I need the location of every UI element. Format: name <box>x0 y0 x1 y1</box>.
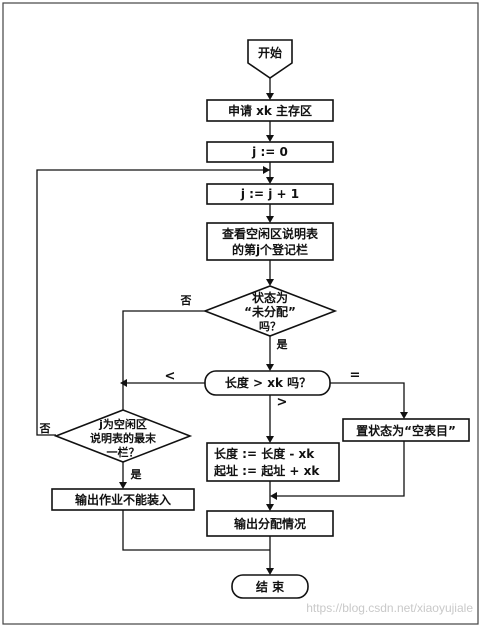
start-node <box>247 39 293 79</box>
watermark-text: https://blog.csdn.net/xiaoyujiale <box>306 601 473 615</box>
label-last-no: 否 <box>39 422 51 435</box>
update-line-2: 起址 := 起址 + xk <box>213 463 320 478</box>
label-length-eq: = <box>350 368 361 383</box>
arrowhead <box>266 568 274 575</box>
status-decision <box>202 285 338 337</box>
increment-j-box <box>206 183 334 205</box>
set-empty-box <box>342 418 470 442</box>
arrowhead <box>120 379 127 387</box>
edge-setempty-output <box>273 441 405 497</box>
apply-memory-label: 申请 xk 主存区 <box>228 103 312 118</box>
label-length-gt: > <box>277 395 288 410</box>
arrowhead <box>266 93 274 100</box>
status-line-3: 吗？ <box>259 320 281 333</box>
end-node <box>231 574 309 599</box>
length-compare-node <box>204 370 331 396</box>
label-status-yes: 是 <box>276 338 289 351</box>
length-compare-label: 长度 > xk 吗？ <box>225 375 311 390</box>
output-allocation-label: 输出分配情况 <box>234 516 306 531</box>
update-box <box>206 442 340 482</box>
status-line-2: “未分配” <box>244 304 296 319</box>
output-allocation-box <box>206 510 334 537</box>
fail-output-box <box>51 488 195 511</box>
arrowhead <box>266 436 274 443</box>
edge-last-no-loop <box>36 169 270 436</box>
arrowhead <box>266 216 274 223</box>
check-entry-box <box>206 222 334 261</box>
last-entry-decision <box>53 409 193 463</box>
apply-memory-box <box>206 99 334 122</box>
arrowhead <box>266 504 274 511</box>
check-entry-line-2: 的第j个登记栏 <box>232 242 308 257</box>
arrowhead <box>266 135 274 142</box>
init-j-box <box>206 141 334 163</box>
edge-status-no <box>122 310 205 419</box>
label-length-lt: < <box>165 369 176 384</box>
last-entry-line-3: 一栏？ <box>107 445 140 459</box>
start-label: 开始 <box>258 45 282 60</box>
arrowhead <box>266 279 274 286</box>
label-last-yes: 是 <box>130 468 143 481</box>
fail-output-label: 输出作业不能装入 <box>75 492 171 507</box>
set-empty-label: 置状态为“空表目” <box>356 423 456 438</box>
status-line-1: 状态为 <box>252 290 288 305</box>
init-j-label: j := 0 <box>251 145 288 159</box>
arrowhead <box>266 177 274 184</box>
arrowhead <box>400 412 408 419</box>
update-line-1: 长度 := 长度 - xk <box>214 446 315 461</box>
arrowhead <box>119 482 127 489</box>
last-entry-line-2: 说明表的最末 <box>90 431 157 445</box>
connectors <box>36 78 408 575</box>
arrowhead <box>263 166 270 174</box>
last-entry-line-1: j为空闲区 <box>98 417 147 431</box>
label-status-no: 否 <box>180 294 192 307</box>
arrowhead <box>270 492 277 500</box>
increment-j-label: j := j + 1 <box>240 187 299 201</box>
arrowhead <box>266 364 274 371</box>
edge-fail-merge <box>122 510 270 551</box>
end-label: 结 束 <box>256 579 285 594</box>
check-entry-line-1: 查看空闲区说明表 <box>221 226 319 241</box>
edge-length-eq <box>330 382 405 416</box>
